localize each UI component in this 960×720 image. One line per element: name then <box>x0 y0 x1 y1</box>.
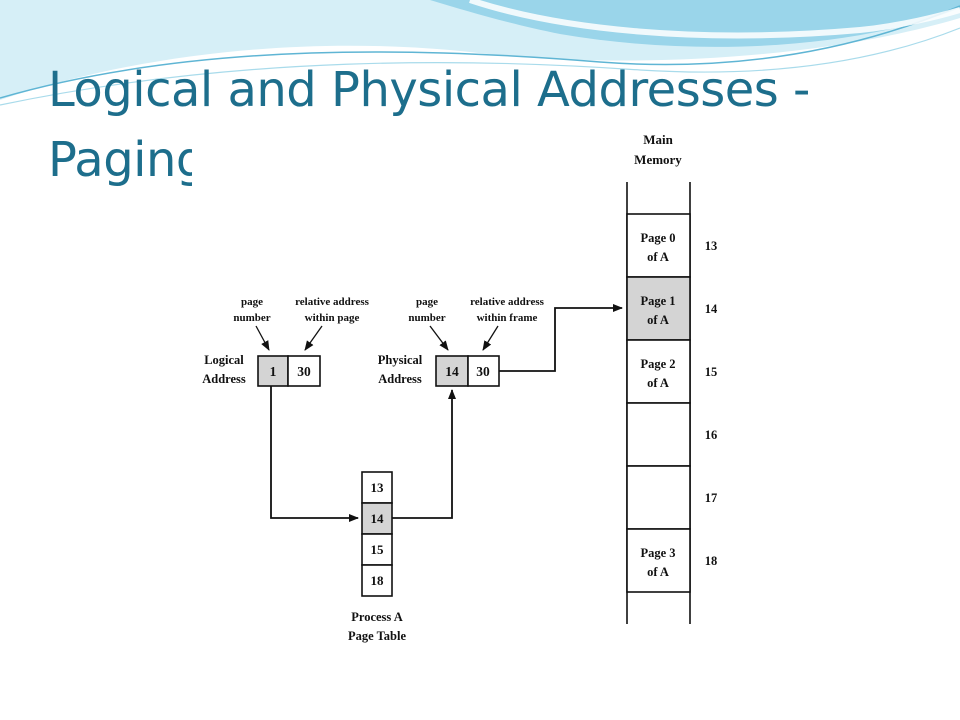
page-table-cell-highlighted <box>361 502 393 535</box>
memory-frame <box>626 402 691 467</box>
logical-page-number: 1 <box>270 364 277 379</box>
paging-diagram: Logical Address 1 30 page number relativ… <box>192 128 736 652</box>
main-memory-title-line-2: Memory <box>634 152 682 167</box>
logical-to-page-table-arrow <box>270 386 359 522</box>
logical-page-callout-line-1: page <box>241 296 263 308</box>
physical-offset-callout-line-2: within frame <box>477 312 538 324</box>
logical-offset-callout-line-2: within page <box>305 312 360 324</box>
memory-frame-number: 13 <box>705 239 718 253</box>
logical-offset-callout-line-1: relative address <box>295 296 370 308</box>
memory-frame-content-line-1: Page 2 <box>640 357 675 371</box>
memory-frame-number: 17 <box>705 491 718 505</box>
page-table-entry: 14 <box>371 511 385 526</box>
memory-frame <box>626 339 691 404</box>
slide-title-line-2: Paging <box>48 132 206 188</box>
memory-frame-content-line-2: of A <box>647 313 669 327</box>
memory-frame-content-line-2: of A <box>647 250 669 264</box>
memory-frame-content-line-1: Page 0 <box>640 231 675 245</box>
physical-offset: 30 <box>476 364 490 379</box>
logical-address-label-line-1: Logical <box>204 353 244 367</box>
page-table-entry: 15 <box>371 542 385 557</box>
page-table-entry: 13 <box>371 480 385 495</box>
physical-page-callout-line-1: page <box>416 296 438 308</box>
header-wave-line-1 <box>0 5 960 99</box>
memory-frame <box>626 465 691 530</box>
page-table-to-physical-arrow <box>392 389 456 519</box>
logical-page-callout-arrow <box>255 325 270 351</box>
logical-offset-callout-arrow <box>304 325 323 351</box>
header-wave-decoration <box>0 0 960 106</box>
physical-address-label-line-2: Address <box>378 372 422 386</box>
main-memory-title-line-1: Main <box>643 132 673 147</box>
header-wave-line-2 <box>0 27 960 106</box>
header-wave-highlight <box>469 0 960 39</box>
page-table: 13 14 15 18 <box>361 471 393 597</box>
logical-page-callout-line-2: number <box>233 312 270 324</box>
physical-address-label-line-1: Physical <box>378 353 423 367</box>
memory-frame-content-line-2: of A <box>647 565 669 579</box>
memory-frame-content-line-1: Page 1 <box>640 294 675 308</box>
memory-frame-number: 16 <box>705 428 718 442</box>
slide-title: Logical and Physical Addresses - Paging <box>48 55 928 195</box>
physical-page-callout-arrow <box>429 325 449 351</box>
memory-frame-highlighted <box>626 276 691 341</box>
page-table-cell <box>361 533 393 566</box>
physical-offset-callout-arrow <box>482 325 499 351</box>
slide-title-line-1: Logical and Physical Addresses - <box>48 62 810 118</box>
physical-frame-number: 14 <box>445 364 459 379</box>
logical-offset-cell <box>287 355 321 387</box>
logical-offset: 30 <box>297 364 311 379</box>
memory-frame-content-line-2: of A <box>647 376 669 390</box>
physical-offset-callout-line-1: relative address <box>470 296 545 308</box>
memory-frame-number: 18 <box>705 554 718 568</box>
logical-address-label-line-2: Address <box>202 372 246 386</box>
memory-frame <box>626 213 691 278</box>
page-table-caption-line-1: Process A <box>351 610 403 624</box>
paging-diagram-svg: Logical Address 1 30 page number relativ… <box>202 132 718 643</box>
memory-frame-number: 14 <box>705 302 718 316</box>
main-memory: Page 0 of A Page 1 of A Page 2 of A Page… <box>626 182 718 624</box>
memory-frame-content-line-1: Page 3 <box>640 546 675 560</box>
page-table-entry: 18 <box>371 573 385 588</box>
physical-to-memory-arrow <box>499 304 623 372</box>
page-table-cell <box>361 564 393 597</box>
page-table-caption-line-2: Page Table <box>348 629 406 643</box>
physical-page-callout-line-2: number <box>408 312 445 324</box>
memory-frame-number: 15 <box>705 365 718 379</box>
memory-frame <box>626 528 691 593</box>
